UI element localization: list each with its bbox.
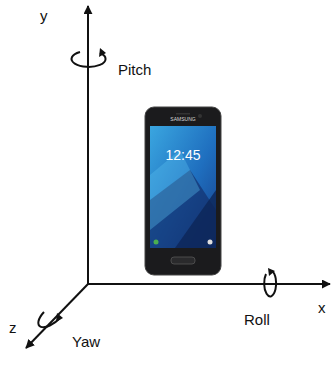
phone-illustration [145, 107, 221, 275]
brand-text: SAMSUNG [170, 117, 195, 122]
x-axis [88, 283, 330, 285]
clock-text: 12:45 [165, 148, 200, 162]
pitch-rotation [72, 48, 106, 67]
rotation-name: Yaw [72, 334, 100, 349]
rotation-name: Pitch [118, 62, 151, 77]
axis-name: z [9, 320, 17, 335]
y-axis [87, 6, 89, 284]
axis-name: y [40, 8, 48, 23]
yaw-rotation [38, 312, 63, 327]
rotation-name: Roll [244, 312, 270, 327]
axis-name: x [318, 300, 326, 315]
roll-rotation [264, 268, 276, 296]
